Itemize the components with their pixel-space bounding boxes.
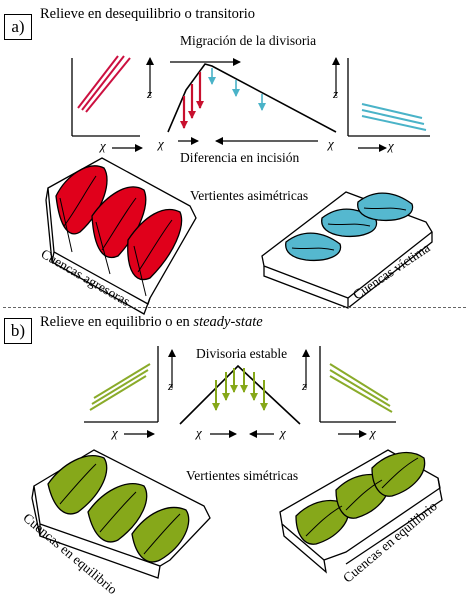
chi-axis-label: χ bbox=[328, 136, 334, 151]
chi-plot-equilibrium-right bbox=[319, 346, 396, 423]
chi-plot-victim bbox=[347, 58, 430, 137]
equilibrium-basins-block-left bbox=[31, 449, 211, 579]
z-axis-label: z bbox=[302, 378, 308, 393]
z-axis-label: z bbox=[168, 378, 174, 393]
chi-plot-equilibrium-left bbox=[84, 346, 159, 423]
chi-axis-label: χ bbox=[100, 138, 106, 153]
symmetric-slopes-label: Vertientes simétricas bbox=[186, 468, 299, 483]
z-axis-label: z bbox=[147, 86, 153, 101]
divide-profile-transient bbox=[167, 58, 337, 145]
chi-axis-label: χ bbox=[112, 425, 118, 440]
z-axis-label: z bbox=[333, 86, 339, 101]
chi-axis-label: χ bbox=[388, 138, 394, 153]
chi-plot-aggressor bbox=[71, 55, 140, 137]
chi-axis-label: χ bbox=[196, 425, 202, 440]
victim-basins-block bbox=[261, 191, 433, 309]
aggressor-basins-block bbox=[45, 157, 197, 315]
chi-axis-label: χ bbox=[280, 425, 286, 440]
panel-divider bbox=[3, 307, 466, 308]
panel-b-title: Relieve en equilibrio o en steady-state bbox=[40, 314, 263, 330]
panel-b-label: b) bbox=[4, 318, 32, 344]
chi-axis-label: χ bbox=[158, 136, 164, 151]
panel-a-label: a) bbox=[4, 14, 32, 40]
equilibrium-basins-block-right bbox=[279, 449, 443, 574]
divide-profile-stable bbox=[179, 364, 301, 438]
incision-difference-label: Diferencia en incisión bbox=[180, 150, 300, 165]
stable-divide-label: Divisoria estable bbox=[196, 346, 288, 361]
chi-axis-label: χ bbox=[370, 425, 376, 440]
divide-migration-label: Migración de la divisoria bbox=[180, 33, 317, 48]
panel-a-title: Relieve en desequilibrio o transitorio bbox=[40, 6, 256, 22]
asymmetric-slopes-label: Vertientes asimétricas bbox=[190, 188, 309, 203]
